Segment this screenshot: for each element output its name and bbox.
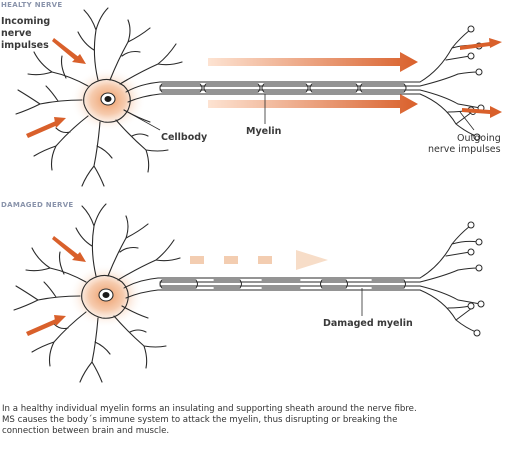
cellbody-leader-line: [123, 109, 161, 131]
damaged-dendrites: [13, 203, 181, 383]
cellbody-label: Cellbody: [161, 132, 208, 143]
damaged-axon-terminals: [467, 221, 485, 337]
healthy-dendrites: [15, 7, 183, 187]
healthy-section-title: HEALTY NERVE: [1, 1, 62, 9]
impulse-arrow-bottom: [208, 94, 418, 114]
outgoing-arrows: [460, 38, 502, 118]
healthy-axon: [125, 29, 481, 137]
healthy-cellbody: [83, 78, 131, 123]
incoming-arrow: [52, 236, 86, 262]
myelin-label: Myelin: [246, 126, 282, 137]
outgoing-arrow: [460, 38, 502, 50]
healthy-impulse-arrows: [208, 52, 418, 114]
healthy-neuron: [15, 7, 485, 187]
healthy-nucleolus: [104, 96, 112, 102]
damaged-axon: [123, 225, 481, 333]
damaged-myelin-label: Damaged myelin: [323, 318, 413, 329]
healthy-incoming-arrows: [26, 38, 86, 138]
outgoing-leader-line: [459, 111, 475, 131]
damaged-neuron: [13, 203, 485, 383]
caption: In a healthy individual myelin forms an …: [2, 404, 506, 437]
outgoing-arrow: [462, 106, 502, 118]
healthy-axon-terminals: [467, 25, 485, 141]
incoming-arrow: [26, 315, 66, 336]
damaged-impulse-arrow: [190, 250, 328, 270]
damaged-nucleolus: [102, 292, 110, 298]
outgoing-label: Outgoing nerve impulses: [428, 133, 504, 155]
incoming-arrow: [26, 117, 66, 138]
incoming-label: Incoming nerve impulses: [1, 16, 54, 51]
damaged-section-title: DAMAGED NERVE: [1, 201, 74, 209]
caption-line: MS causes the body´s immune system to at…: [2, 415, 398, 425]
caption-line: connection between brain and muscle.: [2, 426, 170, 436]
impulse-fragment: [190, 256, 204, 264]
caption-line: In a healthy individual myelin forms an …: [2, 404, 417, 414]
impulse-fragment: [258, 256, 272, 264]
impulse-fragment-head: [296, 250, 328, 270]
incoming-arrow: [52, 38, 86, 64]
impulse-fragment: [224, 256, 238, 264]
damaged-cellbody: [81, 274, 129, 319]
impulse-arrow-top: [208, 52, 418, 72]
damaged-incoming-arrows: [26, 236, 86, 336]
